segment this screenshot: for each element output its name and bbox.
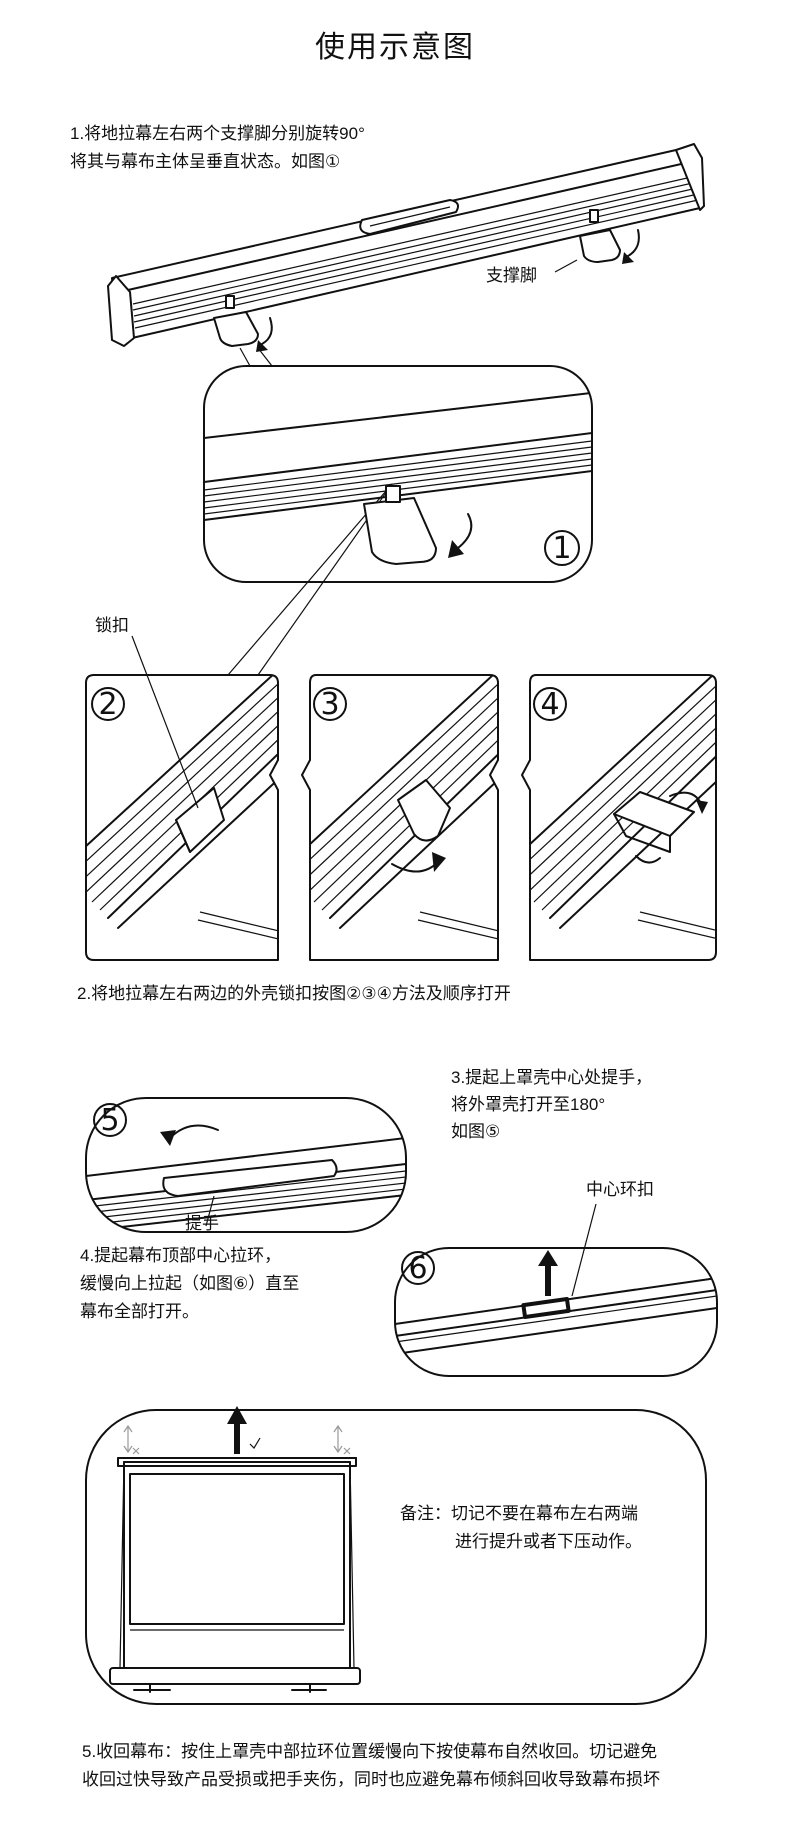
callout-line [227, 483, 393, 676]
callout-line [239, 347, 251, 367]
fig2-number: 2 [98, 687, 117, 722]
step1-line2: 将其与幕布主体呈垂直状态。如图① [70, 152, 341, 171]
step5-line2: 收回过快导致产品受损或把手夹伤，同时也应避免幕布倾斜回收导致幕布损坏 [82, 1770, 660, 1789]
detail-figure-4: 4 [521, 674, 717, 961]
callout-line [257, 347, 273, 367]
center-ring-leader [571, 1203, 597, 1297]
step3-line2: 将外罩壳打开至180° [451, 1095, 606, 1114]
step4-line3: 幕布全部打开。 [80, 1302, 199, 1321]
detail-figure-open-screen [85, 1406, 707, 1705]
note-line2: 进行提升或者下压动作。 [455, 1532, 642, 1551]
fig3-number: 3 [320, 687, 339, 722]
detail-figure-2: 2 [85, 674, 279, 961]
rotate-arrow-icon [256, 229, 640, 352]
fig5-number: 5 [100, 1103, 119, 1138]
step3-line3: 如图⑤ [451, 1122, 501, 1141]
fig1-number: 1 [552, 531, 571, 566]
support-feet [213, 229, 621, 347]
handle-leader [205, 1195, 215, 1227]
support-foot-label: 支撑脚 [486, 266, 537, 285]
detail-figure-5: 5 [85, 1097, 407, 1233]
page-title: 使用示意图 [315, 31, 475, 64]
projector-screen-case [107, 143, 705, 347]
fig4-number: 4 [540, 687, 559, 722]
step5-line1: 5.收回幕布：按住上罩壳中部拉环位置缓慢向下按使幕布自然收回。切记避免 [82, 1742, 658, 1761]
detail-figure-6: 6 [394, 1247, 718, 1377]
center-ring-label: 中心环扣 [586, 1180, 654, 1199]
support-foot-leader [554, 259, 578, 273]
step4-line1: 4.提起幕布顶部中心拉环， [80, 1246, 282, 1265]
detail-figure-1: 1 [203, 365, 593, 583]
step3-line1: 3.提起上罩壳中心处提手， [451, 1068, 653, 1087]
step4-line2: 缓慢向上拉起（如图⑥）直至 [80, 1274, 300, 1293]
step2-text: 2.将地拉幕左右两边的外壳锁扣按图②③④方法及顺序打开 [77, 984, 511, 1003]
lock-label: 锁扣 [95, 616, 129, 635]
step1-line1: 1.将地拉幕左右两个支撑脚分别旋转90° [70, 124, 365, 143]
fig6-number: 6 [408, 1251, 427, 1286]
lock-leader [131, 635, 199, 809]
note-line1: 备注：切记不要在幕布左右两端 [400, 1504, 638, 1523]
detail-figure-3: 3 [301, 674, 499, 961]
